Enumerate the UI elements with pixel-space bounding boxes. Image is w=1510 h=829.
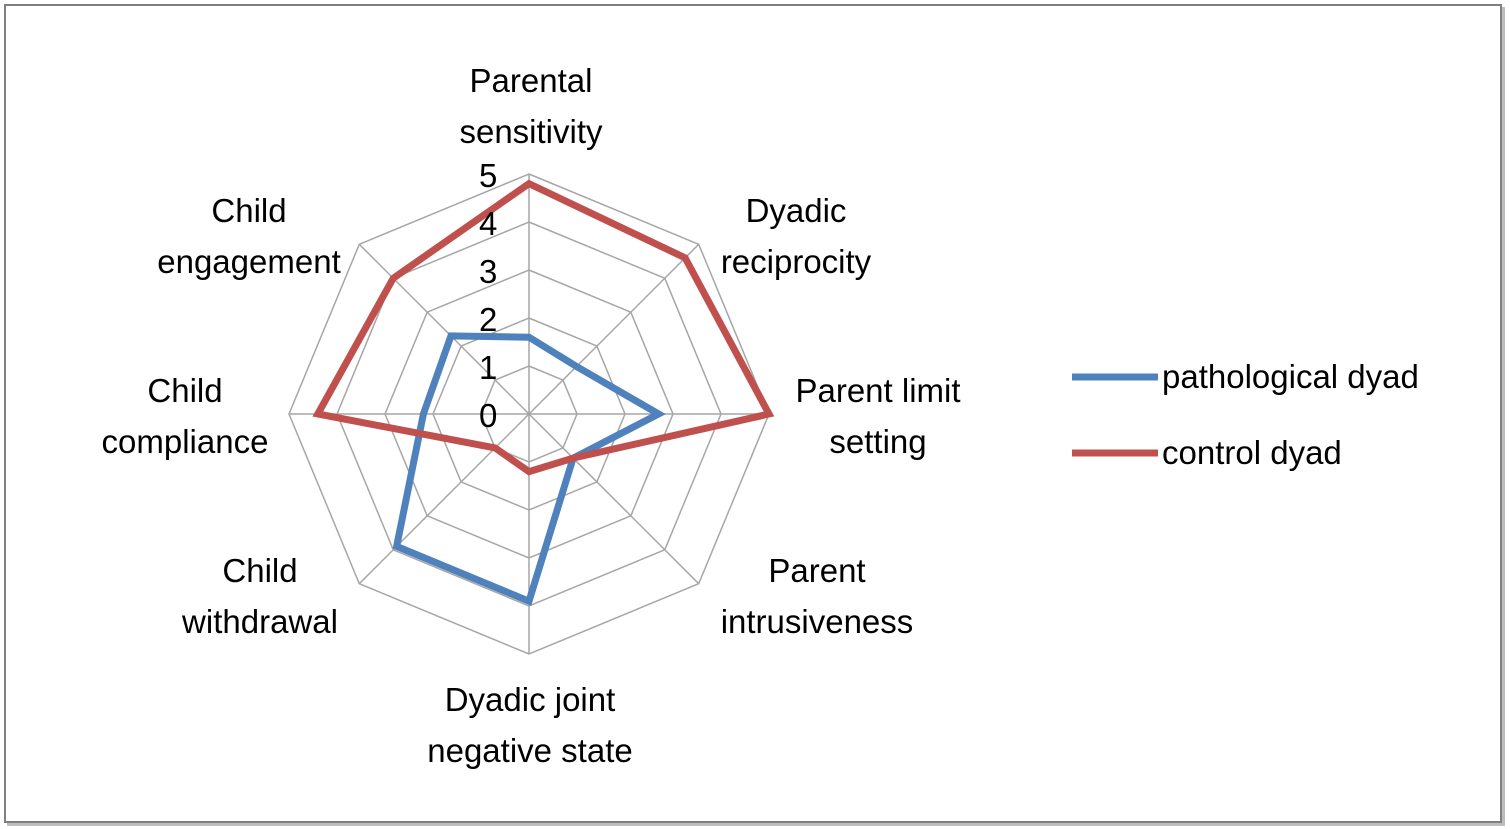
tick-label: 3 [479, 253, 497, 290]
category-label: Child [147, 372, 222, 409]
series-line [392, 332, 666, 606]
category-label: Dyadic [746, 192, 847, 229]
category-label: Child [211, 192, 286, 229]
grid-spoke [528, 243, 700, 415]
tick-label: 2 [479, 301, 497, 338]
category-label: withdrawal [181, 603, 338, 640]
category-label: compliance [102, 423, 269, 460]
series-line [312, 179, 775, 476]
legend-label: pathological dyad [1162, 358, 1419, 395]
category-label: Child [222, 552, 297, 589]
category-label: sensitivity [459, 113, 603, 150]
category-label: engagement [157, 243, 340, 280]
category-label: setting [829, 423, 926, 460]
category-label: Parent limit [795, 372, 960, 409]
category-label: negative state [427, 732, 632, 769]
grid-spoke [358, 413, 530, 585]
category-label: Parent [768, 552, 865, 589]
category-label: Dyadic joint [445, 681, 616, 718]
grid-spoke [358, 243, 530, 415]
tick-label: 5 [479, 157, 497, 194]
tick-label: 0 [479, 397, 497, 434]
grid-spoke [528, 413, 700, 585]
tick-label: 4 [479, 205, 497, 242]
category-label: intrusiveness [721, 603, 914, 640]
category-label: Parental [470, 62, 593, 99]
tick-label: 1 [479, 349, 497, 386]
legend-label: control dyad [1162, 434, 1342, 471]
category-label: reciprocity [721, 243, 872, 280]
